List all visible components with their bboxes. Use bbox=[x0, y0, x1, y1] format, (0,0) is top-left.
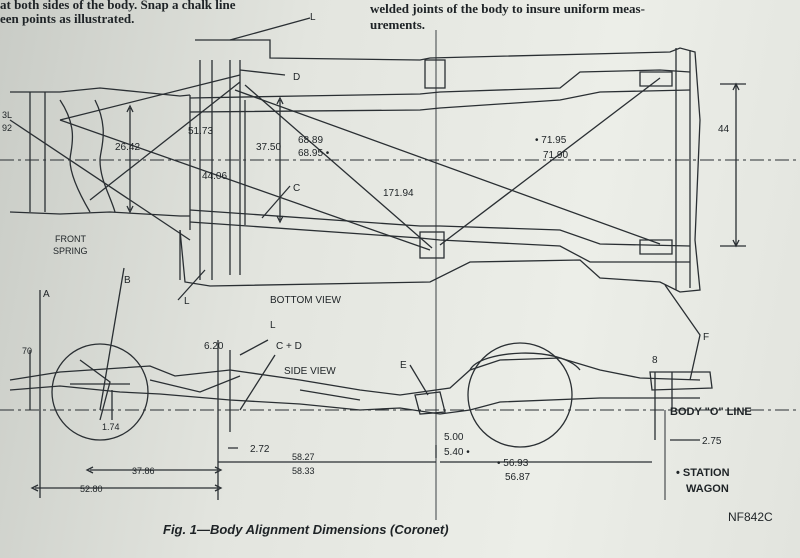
letter-d: D bbox=[293, 72, 300, 83]
dim-620: 6.20 bbox=[204, 341, 224, 352]
frame-rail-upper-inner bbox=[189, 89, 691, 113]
side-horizontal-dims bbox=[35, 445, 652, 489]
dim-2642-arrows bbox=[126, 104, 134, 214]
letter-l-side: L bbox=[270, 320, 276, 331]
diag-b bbox=[89, 81, 241, 201]
header-text-right-2: urements. bbox=[370, 17, 426, 32]
diag-7195 bbox=[439, 77, 661, 246]
frame-rail-lower-inner bbox=[189, 221, 690, 263]
dim-540: 5.40 • bbox=[444, 447, 470, 458]
dim-7195: • 71.95 bbox=[535, 135, 567, 146]
dim-6895: 68.95 • bbox=[298, 148, 330, 159]
leader-c bbox=[261, 185, 291, 219]
cowl-crossmember bbox=[199, 60, 241, 280]
ref-lines-ab bbox=[39, 267, 125, 498]
dim-8: 8 bbox=[652, 355, 658, 366]
front-suspension bbox=[70, 359, 130, 421]
front-spring-label-2: SPRING bbox=[53, 246, 88, 256]
dim-5827: 58.27 bbox=[292, 452, 315, 462]
leader-l-cd bbox=[239, 339, 276, 411]
dim-5173: 51.73 bbox=[188, 126, 213, 137]
rear-mounts bbox=[639, 71, 673, 255]
cowl-side bbox=[179, 95, 191, 280]
side-bracket-e bbox=[414, 391, 446, 415]
front-frame-bottom bbox=[9, 211, 190, 217]
dim-272-275-leaders bbox=[228, 439, 700, 449]
station-wagon-label-2: WAGON bbox=[686, 483, 729, 495]
leader-f bbox=[664, 284, 701, 381]
frame-rail-lower bbox=[189, 209, 691, 247]
dim-44: 44 bbox=[718, 124, 730, 135]
rear-panel bbox=[675, 48, 691, 290]
front-spring-right bbox=[94, 99, 116, 213]
diag-17194 bbox=[234, 89, 661, 245]
station-wagon-label-1: • STATION bbox=[676, 467, 730, 479]
dim-70: 70 bbox=[22, 346, 32, 356]
dim-5280: 52.80 bbox=[80, 484, 103, 494]
frame-rail-upper bbox=[189, 69, 691, 99]
dim-6889: 68.89 bbox=[298, 135, 323, 146]
dim-3750: 37.50 bbox=[256, 142, 281, 153]
leader-e bbox=[409, 364, 429, 396]
dim-5693: • 56.93 bbox=[497, 458, 529, 469]
leader-l-bottom bbox=[177, 269, 206, 301]
front-spring-label-1: FRONT bbox=[55, 234, 86, 244]
dim-left-b: 92 bbox=[2, 123, 12, 133]
dim-17194: 171.94 bbox=[383, 188, 414, 199]
dim-left-a: 3L bbox=[2, 110, 12, 120]
dim-3786: 37.86 bbox=[132, 466, 155, 476]
figure-code: NF842C bbox=[728, 510, 773, 524]
front-frame-top bbox=[10, 87, 191, 97]
header-text-right-1: welded joints of the body to insure unif… bbox=[370, 1, 645, 16]
dim-7190: 71.90 bbox=[543, 150, 568, 161]
header-text-left-1: at both sides of the body. Snap a chalk … bbox=[0, 0, 236, 12]
dim-4406: 44.06 bbox=[202, 171, 227, 182]
leader-d bbox=[239, 69, 286, 76]
dim-44-arrows bbox=[732, 82, 740, 248]
rear-bumper bbox=[649, 371, 713, 391]
bottom-view-outline bbox=[179, 39, 701, 293]
letter-e: E bbox=[400, 360, 407, 371]
diag-5173 bbox=[59, 74, 241, 121]
dim-44-line bbox=[720, 83, 746, 247]
letter-a: A bbox=[43, 289, 50, 300]
letter-c: C bbox=[293, 183, 300, 194]
dim-500: 5.00 bbox=[444, 432, 464, 443]
side-frame-details bbox=[149, 375, 361, 401]
bottom-view-title: BOTTOM VIEW bbox=[270, 295, 341, 306]
dim-2642: 26.42 bbox=[115, 142, 140, 153]
rear-wheel bbox=[467, 342, 573, 448]
front-wheel bbox=[51, 343, 149, 441]
rear-arch bbox=[469, 352, 581, 371]
dim-5687: 56.87 bbox=[505, 472, 530, 483]
rear-bracket-upper bbox=[424, 59, 446, 89]
dim-174: 1.74 bbox=[102, 422, 120, 432]
leader-l-top bbox=[229, 17, 311, 41]
body-o-line-label: BODY "O" LINE bbox=[670, 406, 752, 418]
letter-f: F bbox=[703, 332, 709, 343]
dim-275: 2.75 bbox=[702, 436, 722, 447]
dim-272: 2.72 bbox=[250, 444, 270, 455]
letter-l-bottom: L bbox=[184, 296, 190, 307]
rear-bracket-lower bbox=[419, 231, 445, 259]
side-dim-arrows bbox=[30, 466, 223, 492]
dim-5833: 58.33 bbox=[292, 466, 315, 476]
diag-front-lower bbox=[9, 119, 191, 241]
front-crossmember bbox=[29, 92, 46, 212]
letter-b: B bbox=[124, 275, 131, 286]
header-text-left-2: een points as illustrated. bbox=[0, 11, 135, 26]
letter-l-top: L bbox=[310, 12, 316, 23]
side-frame-top bbox=[9, 357, 701, 396]
dim-3750-arrows bbox=[276, 96, 284, 224]
figure-caption: Fig. 1—Body Alignment Dimensions (Corone… bbox=[163, 522, 449, 537]
side-view-title: SIDE VIEW bbox=[284, 366, 336, 377]
diag-6889 bbox=[244, 84, 433, 249]
letter-c-plus-d: C + D bbox=[276, 341, 302, 352]
